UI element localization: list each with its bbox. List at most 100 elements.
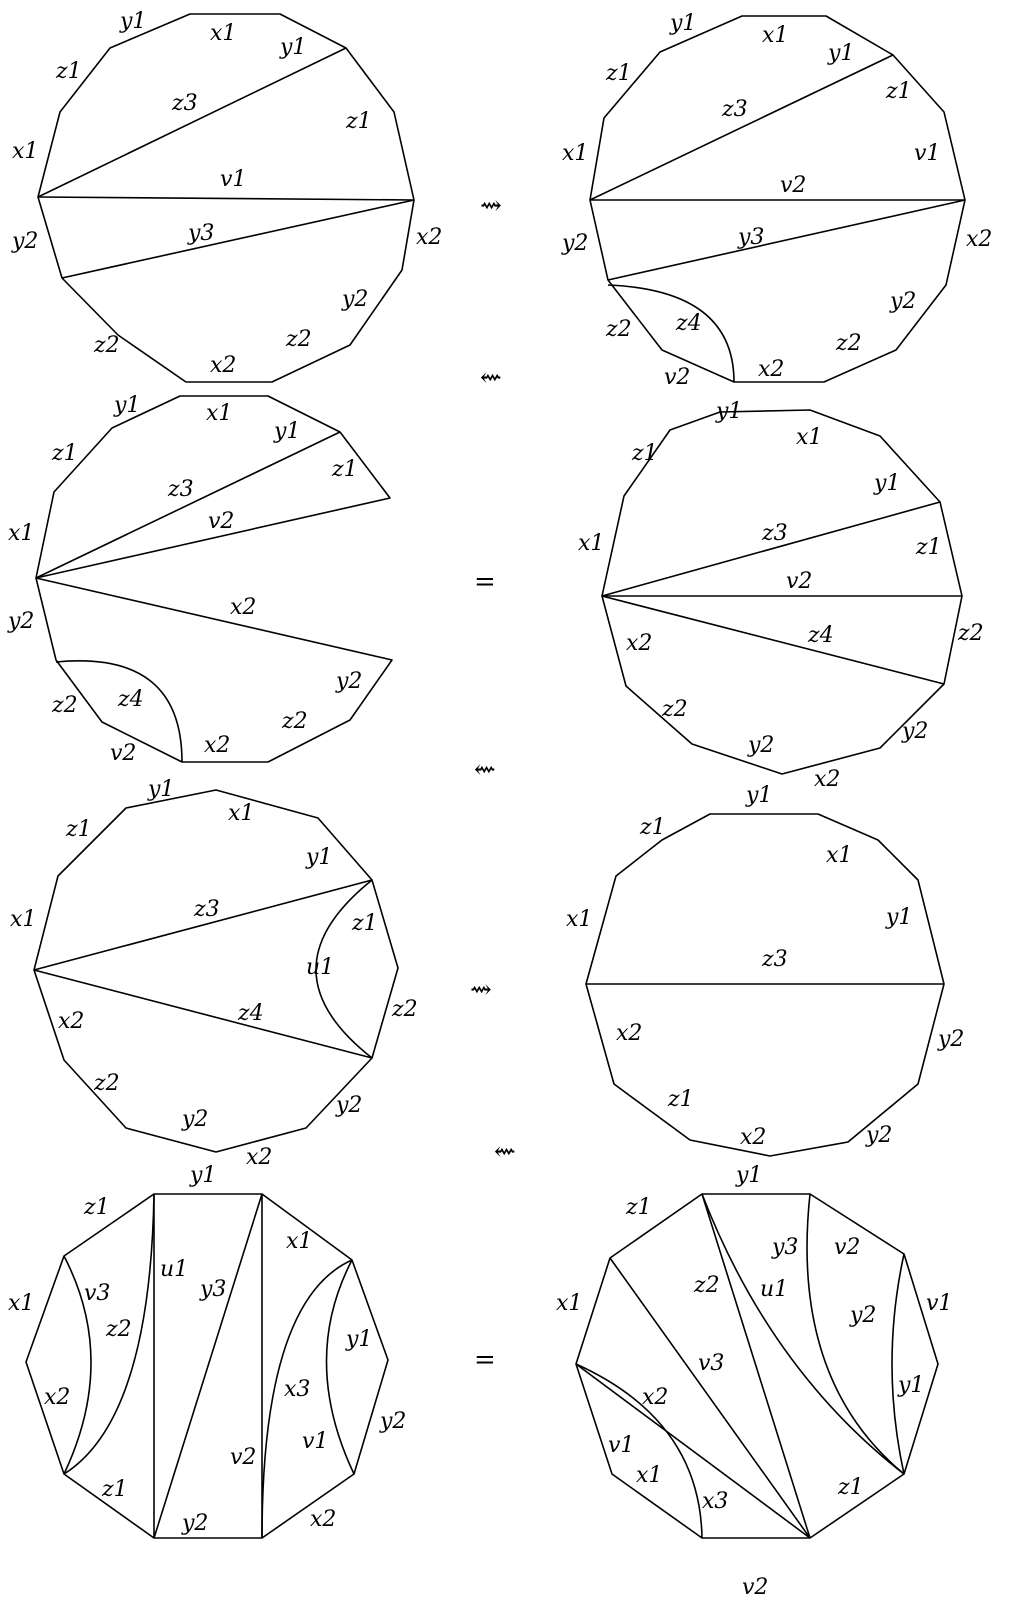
- label: y1: [273, 419, 300, 444]
- label: v1: [914, 141, 940, 166]
- panel-2-boundary: [589, 15, 966, 383]
- label: v1: [302, 1429, 328, 1454]
- polygon-panel-7: [25, 1193, 389, 1539]
- label: v2: [230, 1445, 256, 1470]
- label: y2: [341, 287, 368, 312]
- panel-5-arc-u1: [315, 879, 373, 1059]
- label: u1: [760, 1277, 788, 1302]
- label: z1: [625, 1195, 652, 1220]
- panel-8-arc-y2: [891, 1253, 905, 1475]
- panel-2-arc-z4: [607, 284, 735, 383]
- label: x1: [210, 21, 236, 46]
- label: v2: [664, 365, 690, 390]
- panel-3-arc-z4: [55, 660, 183, 763]
- label: z1: [605, 61, 632, 86]
- label: x1: [796, 425, 822, 450]
- label: z2: [661, 697, 688, 722]
- panel-1-diagonal-y3: [61, 199, 415, 279]
- label: v1: [926, 1291, 952, 1316]
- label: x2: [210, 353, 236, 378]
- polygon-panel-4: [601, 409, 963, 775]
- label: v1: [608, 1433, 634, 1458]
- squiggle-arrow-right-1: ⇝: [480, 191, 502, 221]
- label: z4: [675, 311, 702, 336]
- label: v2: [834, 1235, 860, 1260]
- label: x2: [310, 1507, 336, 1532]
- label: y3: [199, 1277, 226, 1302]
- label: x1: [826, 843, 852, 868]
- panel-7-arc-z2: [63, 1193, 155, 1475]
- label: x2: [204, 733, 230, 758]
- label: x1: [566, 907, 592, 932]
- label: x2: [616, 1021, 642, 1046]
- equals-sign-1: =: [474, 567, 496, 597]
- label: y2: [889, 289, 916, 314]
- label: y1: [305, 845, 332, 870]
- label: y1: [735, 1163, 762, 1188]
- panel-4-diagonal-z3: [601, 501, 941, 597]
- label: z2: [105, 1317, 132, 1342]
- label: z2: [93, 1071, 120, 1096]
- label: x1: [10, 907, 36, 932]
- squiggle-arrow-left-2: ⇜: [474, 755, 496, 785]
- label: z3: [171, 91, 198, 116]
- label: z2: [605, 317, 632, 342]
- polygon-panel-1: [37, 13, 415, 383]
- label: z4: [237, 1001, 264, 1026]
- panel-5-diagonal-z4: [33, 969, 373, 1059]
- label: y2: [901, 719, 928, 744]
- label: y1: [189, 1163, 216, 1188]
- label: x1: [556, 1291, 582, 1316]
- label: x1: [8, 521, 34, 546]
- panel-8-arc-v2: [806, 1193, 905, 1475]
- label: z2: [835, 331, 862, 356]
- polygon-panel-3: [35, 395, 393, 763]
- label: y1: [669, 11, 696, 36]
- label: y1: [147, 777, 174, 802]
- squiggle-arrow-left-1: ⇜: [480, 363, 502, 393]
- label: x2: [740, 1125, 766, 1150]
- label: x2: [758, 357, 784, 382]
- panel-8-boundary: [575, 1193, 939, 1539]
- polygon-panel-2: [589, 15, 966, 383]
- label: x1: [562, 141, 588, 166]
- label: z2: [281, 709, 308, 734]
- label: y1: [345, 1327, 372, 1352]
- panel-7-arc-v3: [63, 1255, 92, 1475]
- label: x3: [284, 1377, 310, 1402]
- squiggle-arrow-right-2: ⇝: [470, 975, 492, 1005]
- panel-5-diagonal-z3: [33, 879, 373, 971]
- label: x1: [8, 1291, 34, 1316]
- panel-4-diagonal-z4: [601, 595, 945, 685]
- label: x2: [642, 1385, 668, 1410]
- panel-4-boundary: [601, 409, 963, 775]
- panel-1-labels: y1 x1 y1 z1 z3 z1 x1 v1 y2 y3 x2 y2 z2 z…: [11, 9, 442, 378]
- label: z1: [667, 1087, 694, 1112]
- label: y2: [335, 669, 362, 694]
- label: x1: [578, 531, 604, 556]
- panel-1-diagonal-v1: [37, 196, 415, 201]
- equals-sign-2: =: [474, 1345, 496, 1375]
- label: y2: [181, 1511, 208, 1536]
- panel-6-labels: y1 z1 x1 x1 y1 z3 x2 y2 z1 y2 x2: [566, 783, 964, 1150]
- label: z3: [167, 477, 194, 502]
- label: z1: [83, 1195, 110, 1220]
- label: z1: [639, 815, 666, 840]
- label: y1: [119, 9, 146, 34]
- label: v1: [220, 167, 246, 192]
- panel-3-boundary: [35, 395, 393, 763]
- label: v3: [84, 1281, 110, 1306]
- label: y2: [335, 1093, 362, 1118]
- label: x2: [44, 1385, 70, 1410]
- label: z1: [345, 109, 372, 134]
- label: y2: [747, 733, 774, 758]
- label: y2: [181, 1107, 208, 1132]
- panel-5-labels: y1 z1 x1 y1 z3 z1 x1 u1 x2 z4 z2 z2 y2 y…: [10, 777, 418, 1170]
- panel-2-labels: y1 x1 y1 z1 z3 z1 x1 v2 v1 y2 y3 x2 y2 z…: [561, 11, 992, 390]
- panel-8-labels: y1 z1 y3 v2 z2 u1 x1 v1 y2 v3 y1 x2 v1 x…: [556, 1163, 952, 1600]
- label: z2: [93, 333, 120, 358]
- label: y3: [737, 225, 764, 250]
- label: v2: [780, 173, 806, 198]
- panel-8-line-2: [609, 1257, 811, 1539]
- label: z1: [65, 817, 92, 842]
